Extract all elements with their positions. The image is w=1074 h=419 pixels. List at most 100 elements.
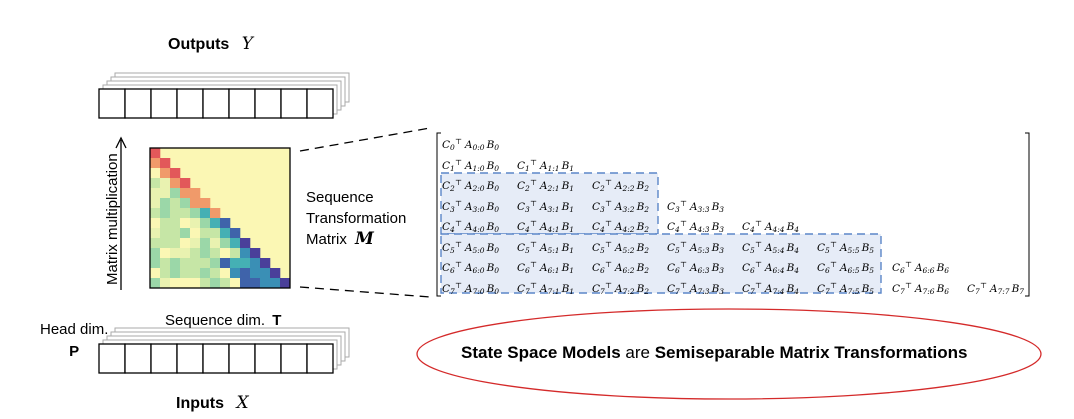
heatmap-cell (180, 278, 191, 289)
heatmap-cell (210, 238, 221, 249)
heatmap-cell (180, 268, 191, 279)
heatmap-cell (190, 258, 201, 269)
heatmap-cell (150, 168, 161, 179)
matrix-label-line3: Matrix (306, 231, 347, 248)
heatmap-cell (160, 218, 171, 229)
heatmap-cell (170, 178, 181, 189)
heatmap-cell (220, 218, 231, 229)
heatmap-cell (170, 258, 181, 269)
heatmap-cell (160, 208, 171, 219)
heatmap-cell (260, 278, 271, 289)
heatmap-cell (180, 248, 191, 259)
heatmap-cell (190, 188, 201, 199)
heatmap-cell (220, 228, 231, 239)
input-cell (124, 343, 152, 374)
heatmap-cell (160, 278, 171, 289)
head-dim-symbol: P (69, 343, 80, 360)
heatmap-cell (160, 188, 171, 199)
dashed-block-upper (440, 172, 659, 235)
heatmap-cell (190, 228, 201, 239)
sequence-dim-label: Sequence dim. T (165, 312, 281, 329)
heatmap-cell (170, 268, 181, 279)
heatmap-cell (190, 248, 201, 259)
input-cell (150, 343, 178, 374)
output-cell (228, 88, 256, 119)
heatmap-cell (180, 178, 191, 189)
heatmap-cell (160, 238, 171, 249)
heatmap-cell (180, 238, 191, 249)
heatmap-cell (190, 278, 201, 289)
heatmap-cell (150, 268, 161, 279)
heatmap-cell (180, 258, 191, 269)
heatmap-cell (240, 238, 251, 249)
heatmap-cell (220, 278, 231, 289)
heatmap-cell (190, 198, 201, 209)
heatmap-cell (160, 198, 171, 209)
heatmap-cell (270, 278, 281, 289)
outputs-tensor (98, 72, 350, 119)
matrix-label-line2: Transformation (306, 210, 407, 227)
heatmap-cell (170, 208, 181, 219)
highlight-ellipse (416, 308, 1042, 400)
heatmap-cell (200, 248, 211, 259)
heatmap-cell (150, 238, 161, 249)
outputs-symbol: Y (241, 34, 254, 54)
inputs-text: Inputs (176, 395, 224, 412)
heatmap-cell (150, 158, 161, 169)
output-cell (306, 88, 334, 119)
inputs-symbol: X (236, 393, 249, 413)
heatmap-cell (190, 218, 201, 229)
heatmap-cell (260, 268, 271, 279)
heatmap-cell (220, 268, 231, 279)
heatmap-cell (150, 278, 161, 289)
heatmap-cell (150, 198, 161, 209)
heatmap-cell (240, 248, 251, 259)
transformation-matrix-heatmap (149, 147, 291, 289)
matrix-label: Sequence Transformation Matrix M (306, 187, 406, 250)
heatmap-cell (230, 238, 241, 249)
caption-semiseparable: Semiseparable Matrix Transformations (654, 343, 968, 362)
heatmap-cell (280, 278, 291, 289)
heatmap-cell (210, 208, 221, 219)
heatmap-cell (190, 268, 201, 279)
heatmap-cell (160, 168, 171, 179)
heatmap-cell (220, 258, 231, 269)
heatmap-cell (150, 148, 161, 159)
heatmap-cell (250, 248, 261, 259)
heatmap-cell (210, 228, 221, 239)
heatmap-cell (150, 248, 161, 259)
inputs-label: Inputs X (176, 393, 249, 413)
inputs-tensor (98, 327, 350, 374)
heatmap-cell (170, 168, 181, 179)
heatmap-cell (160, 158, 171, 169)
projection-line-top (299, 127, 431, 152)
outputs-text: Outputs (168, 36, 230, 53)
ellipse-caption: State Space Models are Semiseparable Mat… (461, 343, 967, 363)
heatmap-cell (170, 228, 181, 239)
heatmap-cell (200, 238, 211, 249)
heatmap-cell (210, 278, 221, 289)
heatmap-cell (210, 268, 221, 279)
